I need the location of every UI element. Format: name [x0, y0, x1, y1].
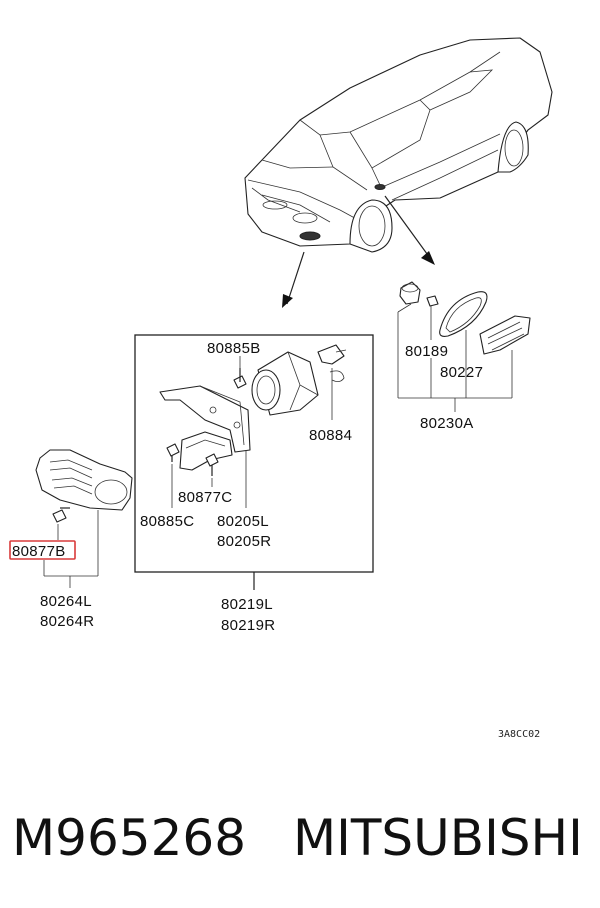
screw-80877B [52, 507, 70, 523]
bulb-80884 [317, 344, 347, 382]
car-illustration [244, 37, 553, 253]
label-80230A: 80230A [420, 415, 474, 432]
bulb-80189 [426, 295, 439, 307]
fog-lamp-bracket [159, 385, 251, 471]
side-marker-location [374, 184, 386, 190]
gasket-80227 [439, 291, 488, 337]
label-80219L: 80219L [221, 596, 273, 613]
leader-lines-marker [397, 303, 513, 412]
socket-80189 [399, 281, 421, 305]
leader-lines-assembly [171, 356, 333, 590]
fog-lamp-location [299, 231, 321, 241]
side-marker-lens [479, 315, 531, 355]
screw-80885B [233, 368, 247, 389]
label-80877B: 80877B [12, 543, 66, 560]
leader-lines-bezel [43, 510, 99, 588]
highlight-box [9, 540, 76, 560]
fog-lamp-unit [251, 351, 319, 416]
brand-name: MITSUBISHI [293, 809, 583, 867]
part-number: M965268 [12, 809, 246, 867]
label-80885C: 80885C [140, 513, 194, 530]
label-80205R: 80205R [217, 533, 271, 550]
label-80264R: 80264R [40, 613, 94, 630]
label-80189: 80189 [405, 343, 448, 360]
screw-80877C [205, 453, 219, 476]
label-80227: 80227 [440, 364, 483, 381]
label-80205L: 80205L [217, 513, 269, 530]
label-80219R: 80219R [221, 617, 275, 634]
screw-80885C [166, 443, 180, 462]
fog-lamp-bezel [35, 449, 133, 511]
drawing-code: 3A8CC02 [498, 729, 540, 740]
label-80877C: 80877C [178, 489, 232, 506]
arrows [282, 195, 435, 308]
label-80884: 80884 [309, 427, 352, 444]
label-80885B: 80885B [207, 340, 261, 357]
label-80264L: 80264L [40, 593, 92, 610]
